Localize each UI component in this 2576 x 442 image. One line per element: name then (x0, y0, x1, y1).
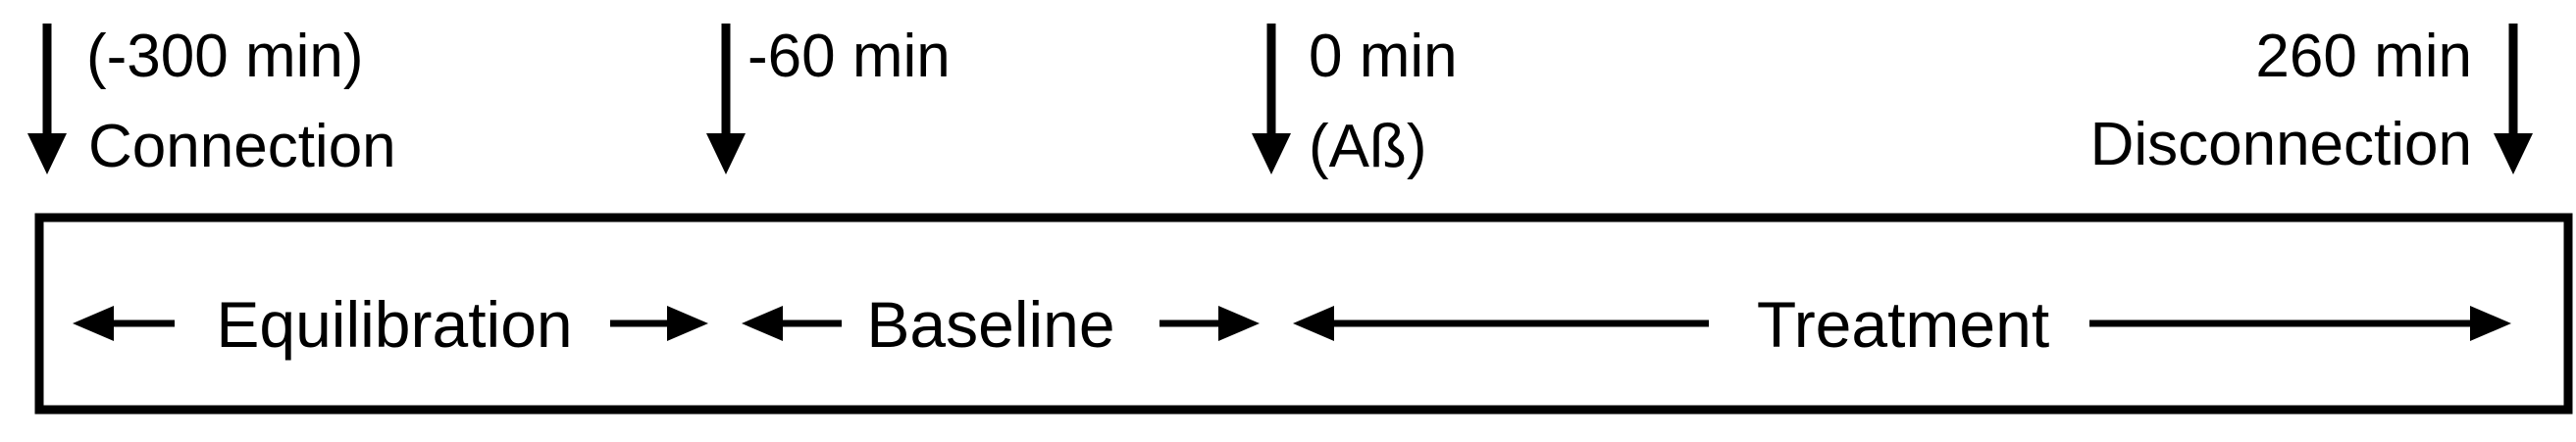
baseline-start-down-arrow-head (706, 133, 746, 174)
baseline-label: Baseline (866, 288, 1114, 361)
phase-baseline: Baseline (742, 288, 1260, 361)
marker-disconnection: 260 min Disconnection (2090, 23, 2533, 178)
treatment-right-arrowhead (2470, 306, 2511, 341)
abeta-down-arrow-head (1252, 133, 1291, 174)
baseline-right-arrowhead (1218, 306, 1260, 341)
marker-baseline-start: -60 min (706, 23, 951, 174)
connection-event-label: Connection (88, 113, 396, 180)
baseline-left-arrowhead (742, 306, 783, 341)
connection-time-label: (-300 min) (86, 23, 364, 90)
phase-equilibration: Equilibration (73, 288, 708, 361)
treatment-label: Treatment (1757, 288, 2049, 361)
baseline-start-time-label: -60 min (747, 23, 951, 90)
equilibration-label: Equilibration (216, 288, 572, 361)
abeta-event-label: (Aß) (1309, 113, 1427, 180)
equilibration-right-arrowhead (667, 306, 708, 341)
connection-down-arrow-head (27, 133, 67, 174)
marker-connection: (-300 min) Connection (27, 23, 396, 180)
disconnection-event-label: Disconnection (2090, 111, 2472, 178)
phase-treatment: Treatment (1293, 288, 2511, 361)
timeline-box (34, 213, 2573, 415)
treatment-left-arrowhead (1293, 306, 1334, 341)
disconnection-time-label: 260 min (2255, 23, 2472, 90)
abeta-time-label: 0 min (1309, 23, 1458, 90)
marker-abeta: 0 min (Aß) (1252, 23, 1458, 180)
equilibration-left-arrowhead (73, 306, 114, 341)
disconnection-down-arrow-head (2494, 133, 2533, 174)
